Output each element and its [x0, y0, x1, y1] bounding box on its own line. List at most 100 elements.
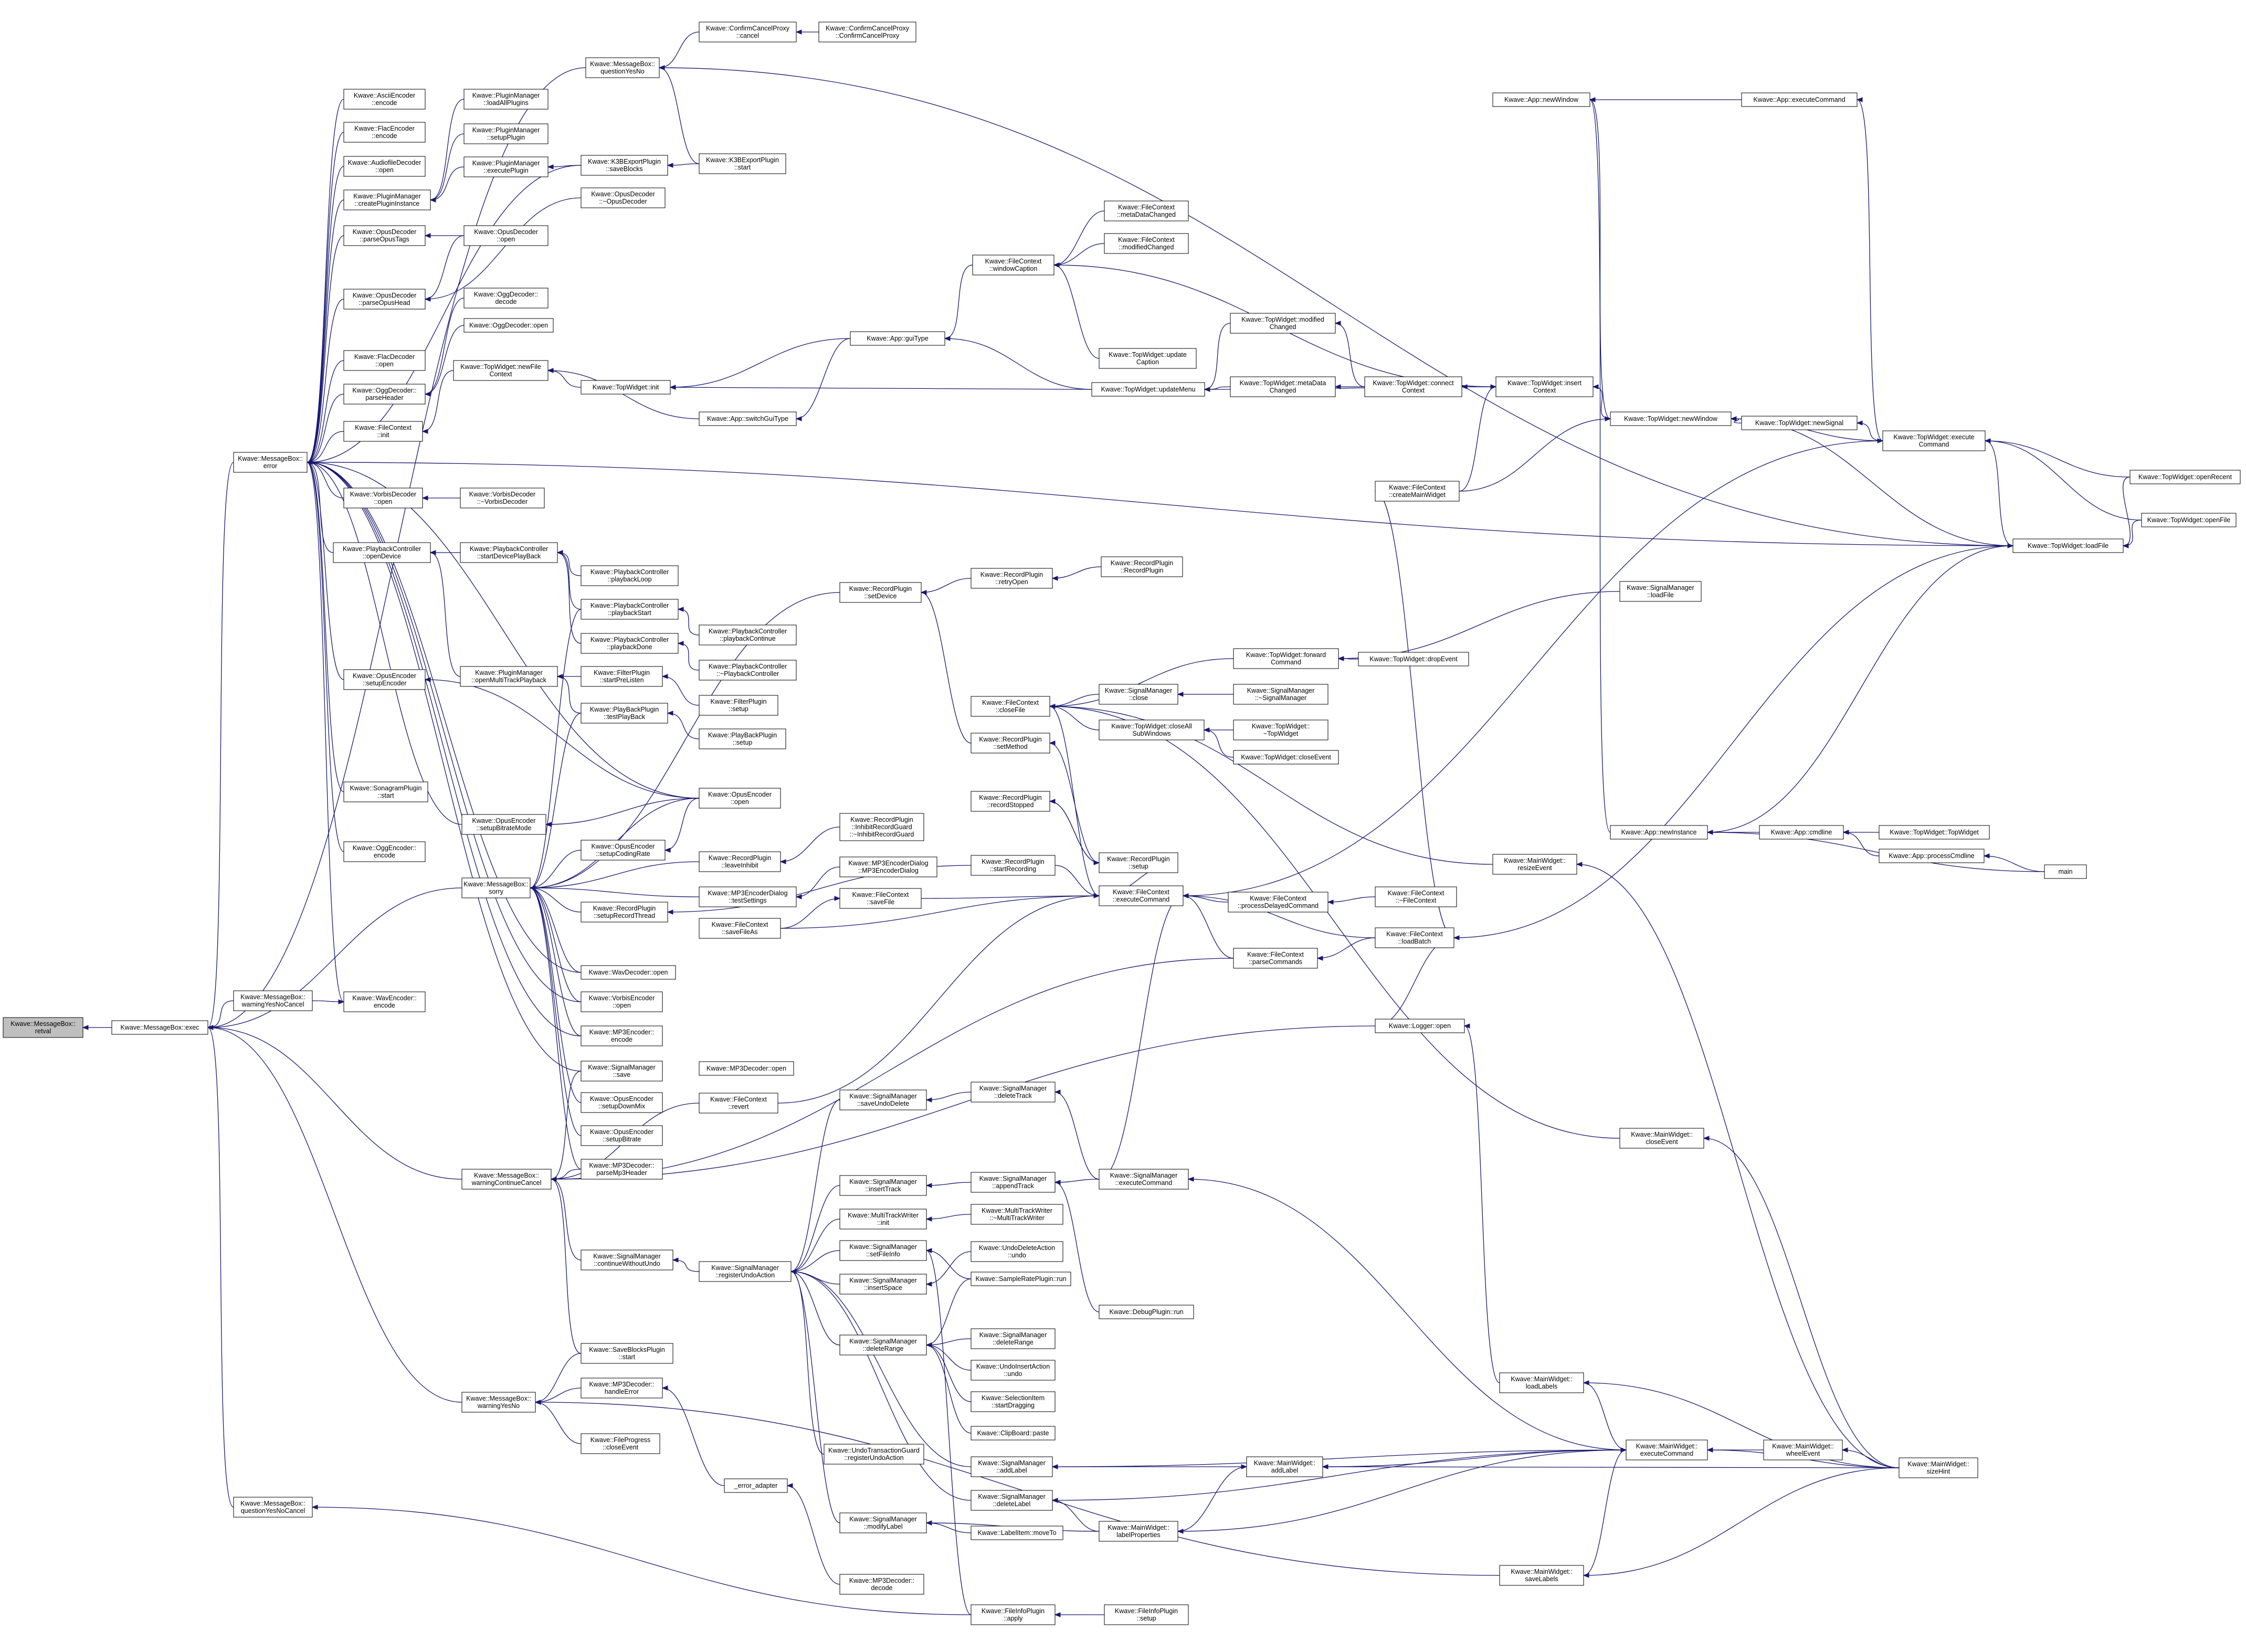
node-box[interactable] — [699, 728, 786, 749]
graph-node[interactable]: Kwave::TopWidget::closeEvent — [1233, 750, 1339, 765]
node-box[interactable] — [1375, 886, 1457, 907]
node-box[interactable] — [699, 695, 778, 716]
graph-node[interactable]: Kwave::MultiTrackWriter::~MultiTrackWrit… — [971, 1204, 1063, 1225]
node-box[interactable] — [1104, 1604, 1189, 1625]
node-box[interactable] — [1626, 1439, 1708, 1460]
node-box[interactable] — [1230, 313, 1336, 334]
graph-node[interactable]: Kwave::PlaybackController::playbackDone — [581, 633, 679, 654]
graph-node[interactable]: Kwave::MessageBox::error — [233, 452, 308, 473]
node-box[interactable] — [1495, 376, 1594, 397]
graph-node[interactable]: Kwave::SignalManager::addLabel — [971, 1456, 1053, 1477]
graph-node[interactable]: Kwave::MessageBox::warningYesNo — [461, 1392, 536, 1413]
node-box[interactable] — [1104, 200, 1189, 221]
node-box[interactable] — [581, 1025, 663, 1046]
node-box[interactable] — [343, 122, 426, 143]
graph-node[interactable]: Kwave::TopWidget::loadFile — [2012, 538, 2124, 553]
graph-node[interactable]: Kwave::FileProgress::closeEvent — [581, 1433, 660, 1454]
graph-node[interactable]: Kwave::OpusEncoder::setupDownMix — [581, 1092, 663, 1113]
node-box[interactable] — [111, 1020, 208, 1035]
node-box[interactable] — [1879, 849, 1985, 863]
graph-node[interactable]: Kwave::K3BExportPlugin::saveBlocks — [581, 155, 668, 176]
graph-node[interactable]: Kwave::SignalManager::registerUndoAction — [699, 1261, 792, 1282]
node-box[interactable] — [1375, 1019, 1465, 1033]
node-box[interactable] — [1101, 556, 1183, 577]
node-box[interactable] — [1759, 825, 1844, 840]
graph-node[interactable]: Kwave::MessageBox::exec — [111, 1020, 208, 1035]
graph-node[interactable]: Kwave::FileInfoPlugin::setup — [1104, 1604, 1189, 1625]
node-box[interactable] — [581, 380, 671, 395]
node-box[interactable] — [839, 1175, 927, 1196]
node-box[interactable] — [1375, 927, 1454, 948]
graph-node[interactable]: Kwave::FileContext::createMainWidget — [1375, 481, 1460, 502]
graph-node[interactable]: Kwave::TopWidget::init — [581, 380, 671, 395]
node-box[interactable] — [818, 22, 916, 43]
graph-node[interactable]: Kwave::AsciiEncoder::encode — [343, 89, 426, 110]
graph-node[interactable]: Kwave::MainWidget::wheelEvent — [1763, 1439, 1843, 1460]
graph-node[interactable]: Kwave::SampleRatePlugin::run — [971, 1272, 1071, 1286]
node-box[interactable] — [233, 452, 308, 473]
graph-node[interactable]: Kwave::FileContext::parseCommands — [1233, 948, 1318, 969]
node-box[interactable] — [1499, 1565, 1584, 1586]
node-box[interactable] — [233, 990, 313, 1011]
node-box[interactable] — [333, 542, 431, 563]
node-box[interactable] — [461, 814, 546, 835]
graph-node[interactable]: Kwave::SignalManager::deleteRange — [839, 1335, 927, 1356]
node-box[interactable] — [1233, 684, 1328, 705]
graph-node[interactable]: Kwave::MainWidget::labelProperties — [1099, 1521, 1178, 1542]
node-box[interactable] — [581, 1092, 663, 1113]
graph-node[interactable]: Kwave::OpusEncoder::setupEncoder — [343, 669, 426, 690]
node-box[interactable] — [699, 153, 786, 174]
node-box[interactable] — [839, 1335, 927, 1356]
graph-node[interactable]: Kwave::PlayBackPlugin::setup — [699, 728, 786, 749]
node-box[interactable] — [1099, 1305, 1194, 1319]
node-box[interactable] — [850, 331, 945, 346]
graph-node[interactable]: Kwave::MP3EncoderDialog::MP3EncoderDialo… — [839, 856, 937, 877]
graph-node[interactable]: Kwave::FileContext::closeFile — [971, 696, 1050, 717]
graph-node[interactable]: Kwave::UndoTransactionGuard::registerUnd… — [824, 1444, 924, 1465]
graph-node[interactable]: Kwave::FileContext::modifiedChanged — [1104, 233, 1189, 254]
graph-node[interactable]: Kwave::SignalManager::modifyLabel — [839, 1512, 927, 1533]
node-box[interactable] — [463, 225, 549, 246]
node-box[interactable] — [1619, 581, 1702, 602]
graph-node[interactable]: Kwave::MessageBox::questionYesNoCancel — [233, 1497, 313, 1518]
node-box[interactable] — [461, 1392, 536, 1413]
graph-node[interactable]: Kwave::SignalManager::executeCommand — [1099, 1169, 1189, 1190]
node-box[interactable] — [581, 703, 668, 724]
graph-node[interactable]: Kwave::PlaybackController::playbackConti… — [699, 624, 797, 645]
graph-node[interactable]: Kwave::PlaybackController::startDevicePl… — [460, 542, 558, 563]
graph-node[interactable]: Kwave::RecordPlugin::setDevice — [839, 582, 922, 603]
graph-node[interactable]: Kwave::App::newWindow — [1492, 92, 1590, 107]
node-box[interactable] — [1230, 376, 1336, 397]
graph-node[interactable]: Kwave::MessageBox::questionYesNo — [585, 57, 660, 78]
graph-node[interactable]: Kwave::MP3Decoder::handleError — [581, 1378, 663, 1399]
graph-node[interactable]: Kwave::SignalManager::deleteTrack — [971, 1082, 1056, 1103]
node-box[interactable] — [343, 991, 426, 1012]
node-box[interactable] — [1882, 430, 1986, 451]
node-box[interactable] — [343, 488, 423, 509]
graph-node[interactable]: Kwave::FileContext::saveFile — [839, 888, 922, 909]
node-box[interactable] — [971, 1391, 1056, 1412]
node-box[interactable] — [1375, 481, 1460, 502]
graph-node[interactable]: Kwave::TopWidget::executeCommand — [1882, 430, 1986, 451]
node-box[interactable] — [1879, 825, 1990, 840]
graph-node[interactable]: Kwave::FileContext::revert — [699, 1093, 778, 1114]
graph-node[interactable]: Kwave::ClipBoard::paste — [971, 1426, 1056, 1441]
graph-node[interactable]: Kwave::MessageBox::warningYesNoCancel — [233, 990, 313, 1011]
node-box[interactable] — [1099, 852, 1178, 873]
graph-node[interactable]: Kwave::TopWidget::newWindow — [1610, 411, 1732, 426]
graph-node[interactable]: Kwave::MP3EncoderDialog::testSettings — [699, 886, 797, 907]
graph-node[interactable]: Kwave::FileContext::executeCommand — [1099, 885, 1184, 906]
node-box[interactable] — [1619, 1128, 1704, 1149]
node-box[interactable] — [2129, 470, 2241, 484]
graph-node[interactable]: Kwave::RecordPlugin::setup — [1099, 852, 1178, 873]
node-box[interactable] — [581, 155, 668, 176]
graph-node[interactable]: Kwave::VorbisDecoder::~VorbisDecoder — [460, 488, 545, 509]
graph-node[interactable]: Kwave::App::guiType — [850, 331, 945, 346]
graph-node[interactable]: Kwave::FileContext::metaDataChanged — [1104, 200, 1189, 221]
node-box[interactable] — [699, 851, 781, 872]
node-box[interactable] — [460, 666, 558, 687]
node-box[interactable] — [233, 1497, 313, 1518]
graph-node[interactable]: Kwave::MainWidget::saveLabels — [1499, 1565, 1584, 1586]
